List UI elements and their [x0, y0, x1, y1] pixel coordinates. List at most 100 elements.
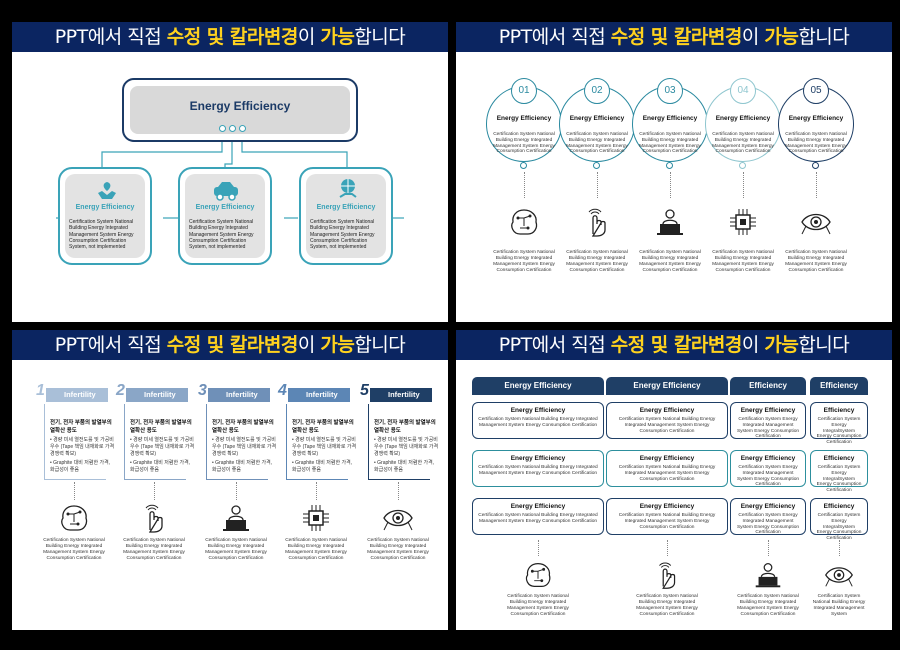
- step-caption: Certification System National Building E…: [367, 538, 429, 561]
- hand-touch-icon: [579, 204, 615, 240]
- card-3: Energy Efficiency Certification System N…: [299, 167, 393, 265]
- step-body: Certification System National Building E…: [785, 132, 847, 155]
- step-title: Energy Efficiency: [569, 115, 625, 122]
- dotted-connector: [154, 482, 156, 500]
- card-body: Certification System National Building E…: [310, 219, 375, 250]
- slide-panel-4: PPT에서 직접 수정 및 칼라변경이 가능합니다 Energy Efficie…: [456, 330, 892, 630]
- step-caption: Certification System National Building E…: [566, 250, 628, 273]
- step-number: 5: [360, 382, 369, 399]
- brain-circuit-icon: [506, 204, 542, 240]
- slide-banner-3: PPT에서 직접 수정 및 칼라변경이 가능합니다: [12, 330, 448, 360]
- card-title: Energy Efficiency: [316, 204, 376, 211]
- eye-scan-icon: [798, 204, 834, 240]
- user-laptop-icon: [218, 500, 254, 536]
- step-text: 전기, 전자 부품의 발열부의 열확산 용도• 경량 미세 열전도를 및 가공비…: [374, 420, 440, 474]
- cell-title: Energy Efficiency: [639, 407, 695, 414]
- dotted-connector: [524, 172, 526, 198]
- step-text: 전기, 전자 부품의 발열부의 열확산 용도 • 경량 미세 열전도를 및 가공비…: [212, 420, 278, 474]
- dotted-connector: [398, 482, 400, 500]
- step-number: 05: [803, 78, 829, 104]
- step-title: 전기, 전자 부품의 발열부의 열확산 용도: [212, 420, 274, 434]
- eco-car-icon: [214, 182, 238, 201]
- column-header: Energy Efficiency: [606, 377, 728, 395]
- hand-touch-icon: [650, 558, 684, 592]
- column-header: Efficiency: [810, 377, 868, 395]
- dotted-connector: [670, 172, 672, 198]
- brain-circuit-icon: [521, 558, 555, 592]
- step-header: Infertility: [46, 388, 108, 402]
- step-bullet: • Graphite 대비 저렴한 가격, 화급성이 좋음: [212, 460, 273, 474]
- step-title: Energy Efficiency: [788, 115, 844, 122]
- cell-title: Efficiency: [823, 407, 855, 414]
- step-title: Energy Efficiency: [496, 115, 552, 122]
- step-number: 02: [584, 78, 610, 104]
- dotted-connector: [316, 482, 318, 500]
- dotted-connector: [768, 540, 770, 556]
- eye-scan-icon: [380, 500, 416, 536]
- step-header: Infertility: [126, 388, 188, 402]
- connector-dot: [812, 162, 819, 169]
- step-bullet: • Graphite 대비 저렴한 가격, 화급성이 좋음: [130, 460, 191, 474]
- step-caption: Certification System National Building E…: [785, 250, 847, 273]
- chip-icon: [298, 500, 334, 536]
- step-frame: [286, 404, 348, 480]
- column-header: Efficiency: [730, 377, 806, 395]
- globe-hand-icon: [339, 179, 357, 198]
- dotted-connector: [236, 482, 238, 500]
- slide-banner-4: PPT에서 직접 수정 및 칼라변경이 가능합니다: [456, 330, 892, 360]
- column-header: Energy Efficiency: [472, 377, 604, 395]
- card-2: Energy Efficiency Certification System N…: [178, 167, 272, 265]
- card-title: Energy Efficiency: [75, 204, 135, 211]
- cell-body: Certification System Energy IntegralSyst…: [816, 465, 862, 493]
- step-title: 전기, 전자 부품의 발열부의 열확산 용도: [130, 420, 192, 434]
- connector-dot: [520, 162, 527, 169]
- cell-title: Energy Efficiency: [639, 503, 695, 510]
- cell-body: Certification System National Building E…: [618, 417, 716, 434]
- step-bullet: • 경량 미세 열전도를 및 가공비 우수 (Tape 책임 내재화로 가격 경…: [292, 437, 357, 458]
- connector-dot: [739, 162, 746, 169]
- slide-banner-1: PPT에서 직접 수정 및 칼라변경이 가능합니다: [12, 22, 448, 52]
- step-caption: Certification System National Building E…: [123, 538, 185, 561]
- cell-body: Certification System National Building E…: [478, 465, 598, 476]
- step-bullet: • 경량 미세 열전도를 및 가공비 우수 (Tape 책임 내재화로 가격 경…: [212, 437, 277, 458]
- step-title: Energy Efficiency: [715, 115, 771, 122]
- card-1: Energy Efficiency Certification System N…: [58, 167, 152, 265]
- dotted-connector: [839, 540, 841, 556]
- slide-banner-2: PPT에서 직접 수정 및 칼라변경이 가능합니다: [456, 22, 892, 52]
- cell-body: Certification System Energy IntegralSyst…: [816, 417, 862, 445]
- brain-circuit-icon: [56, 500, 92, 536]
- step-title: 전기, 전자 부품의 발열부의 열확산 용도: [292, 420, 354, 434]
- cell-body: Certification System Energy Integrated M…: [736, 417, 800, 440]
- step-body: Certification System National Building E…: [566, 132, 628, 155]
- step-bullet: • Graphite 대비 저렴한 가격, 화급성이 좋음: [50, 460, 111, 474]
- cell-body: Certification System Energy Integrated M…: [736, 513, 800, 536]
- cell-body: Certification System National Building E…: [618, 513, 716, 530]
- eye-scan-icon: [822, 558, 856, 592]
- card-body: Certification System National Building E…: [189, 219, 254, 250]
- step-body: Certification System National Building E…: [639, 132, 701, 155]
- cell-title: Energy Efficiency: [740, 455, 796, 462]
- step-body: Certification System National Building E…: [712, 132, 774, 155]
- card-title: Energy Efficiency: [195, 204, 255, 211]
- step-bullet: • Graphite 대비 저렴한 가격, 화급성이 좋음: [292, 460, 353, 474]
- user-laptop-icon: [652, 204, 688, 240]
- connector-dot: [229, 125, 236, 132]
- step-number: 4: [278, 382, 287, 399]
- column-caption: Certification System National Building E…: [507, 594, 569, 617]
- cell-title: Energy Efficiency: [740, 407, 796, 414]
- column-caption: Certification System National Building E…: [636, 594, 698, 617]
- slide-panel-1: PPT에서 직접 수정 및 칼라변경이 가능합니다 Energy Efficie…: [12, 22, 448, 322]
- cell-title: Energy Efficiency: [639, 455, 695, 462]
- cell-title: Energy Efficiency: [510, 407, 566, 414]
- cell-title: Efficiency: [823, 455, 855, 462]
- step-caption: Certification System National Building E…: [205, 538, 267, 561]
